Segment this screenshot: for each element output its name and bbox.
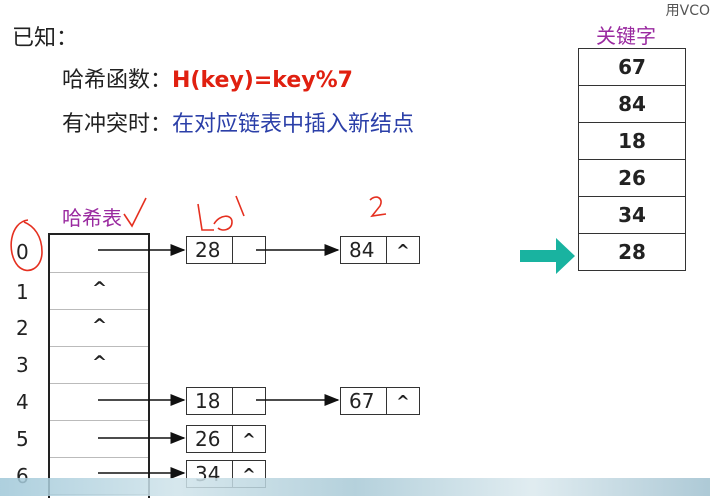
keyword-cell: 18 — [578, 122, 686, 160]
handwritten-mark — [123, 197, 147, 228]
chain-node: 26 ^ — [186, 425, 266, 453]
index-label: 4 — [16, 390, 29, 414]
node-value: 26 — [187, 426, 233, 452]
bottom-strip — [0, 478, 710, 496]
collision-line: 有冲突时：在对应链表中插入新结点 — [62, 106, 414, 138]
chain-node: 28 — [186, 236, 266, 264]
hash-slot: ^ — [50, 309, 148, 347]
current-key-arrow-icon — [520, 238, 575, 274]
null-marker: ^ — [92, 315, 108, 336]
handwritten-mark — [369, 196, 387, 218]
keyword-cell: 34 — [578, 196, 686, 234]
chain-node: 84 ^ — [340, 236, 420, 264]
hash-function-label: 哈希函数： — [62, 68, 173, 93]
keyword-cell: 28 — [578, 233, 686, 271]
handwritten-circle — [10, 219, 43, 272]
keyword-row: 67 — [578, 48, 686, 86]
collision-label: 有冲突时： — [62, 112, 173, 137]
null-marker: ^ — [92, 352, 108, 373]
chain-node: 67 ^ — [340, 387, 420, 415]
hash-slot — [50, 420, 148, 458]
index-label: 5 — [16, 427, 29, 451]
hash-table: ^ ^ ^ — [48, 233, 150, 498]
index-label: 0 — [16, 240, 29, 264]
null-marker: ^ — [396, 240, 410, 260]
keyword-cell: 67 — [578, 48, 686, 86]
keyword-cell: 26 — [578, 159, 686, 197]
null-marker: ^ — [92, 278, 108, 299]
keyword-row: 26 — [578, 159, 686, 197]
index-label: 1 — [16, 280, 29, 304]
node-value: 18 — [187, 388, 233, 414]
keyword-row: 28 — [578, 233, 686, 271]
null-marker: ^ — [242, 429, 256, 449]
node-value: 28 — [187, 237, 233, 263]
keywords-title: 关键字 — [596, 24, 656, 48]
hash-slot: ^ — [50, 272, 148, 310]
hash-table-title: 哈希表 — [62, 206, 122, 230]
keyword-cell: 84 — [578, 85, 686, 123]
keyword-row: 18 — [578, 122, 686, 160]
index-label: 3 — [16, 353, 29, 377]
keywords-table: 67 84 18 26 34 28 — [578, 48, 686, 271]
node-value: 84 — [341, 237, 387, 263]
node-value: 67 — [341, 388, 387, 414]
keyword-row: 84 — [578, 85, 686, 123]
keyword-row: 34 — [578, 196, 686, 234]
heading: 已知： — [12, 26, 79, 51]
hash-function-line: 哈希函数：H(key)=key%7 — [62, 62, 353, 94]
null-marker: ^ — [396, 391, 410, 411]
chain-node: 18 — [186, 387, 266, 415]
hash-function: H(key)=key%7 — [172, 68, 353, 93]
handwritten-mark — [197, 195, 245, 231]
corner-watermark: 用VCO — [665, 3, 710, 19]
index-label: 2 — [16, 316, 29, 340]
hash-slot: ^ — [50, 346, 148, 384]
hash-slot — [50, 383, 148, 421]
hash-slot — [50, 235, 148, 273]
collision-rule: 在对应链表中插入新结点 — [172, 112, 415, 137]
